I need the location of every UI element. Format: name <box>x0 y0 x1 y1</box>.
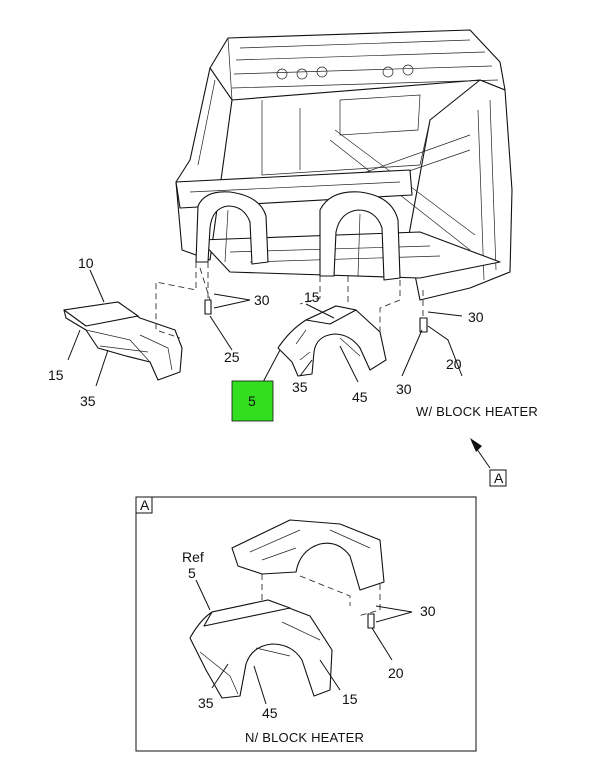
detail-frame-tag <box>135 496 153 514</box>
highlight-box <box>231 380 274 422</box>
view-ref-box <box>489 469 507 487</box>
bracket-parts <box>204 299 428 333</box>
callout-25: 25 <box>224 349 240 365</box>
middle-fender-assembly <box>277 305 387 377</box>
phantom-lines <box>155 262 424 339</box>
detail-caption: N/ BLOCK HEATER <box>245 730 364 745</box>
callout-35-mid: 35 <box>292 379 308 395</box>
callout-45-mid: 45 <box>352 389 368 405</box>
detail-ref-text: Ref <box>182 549 204 565</box>
detail-frame-label: A <box>140 497 150 513</box>
callout-35-left: 35 <box>80 393 96 409</box>
callout-5-highlight: 5 <box>248 393 256 409</box>
callout-20: 20 <box>446 356 462 372</box>
detail-callout-35: 35 <box>198 695 214 711</box>
main-callouts: 10 15 35 30 25 5 15 35 45 30 30 20 W/ BL… <box>48 255 538 487</box>
callout-30-lower: 30 <box>396 381 412 397</box>
detail-bracket <box>367 613 375 629</box>
left-fender-assembly <box>63 301 183 381</box>
view-ref-a: A <box>494 470 504 486</box>
w-block-heater-label: W/ BLOCK HEATER <box>416 404 538 419</box>
detail-callout-20: 20 <box>388 665 404 681</box>
callout-30-right: 30 <box>468 309 484 325</box>
cab-assembly <box>175 29 513 301</box>
arrow-head-icon <box>470 438 482 452</box>
detail-callout-15: 15 <box>342 691 358 707</box>
detail-ref-5: 5 <box>188 565 196 581</box>
callout-15-left: 15 <box>48 367 64 383</box>
leader-lines <box>67 269 491 469</box>
callout-15-mid: 15 <box>304 289 320 305</box>
detail-callout-30: 30 <box>420 603 436 619</box>
callout-30-top-left: 30 <box>254 292 270 308</box>
detail-view-a: A Ref 5 30 20 35 45 15 N/ BLOCK HEATER <box>135 496 477 752</box>
callout-10: 10 <box>78 255 94 271</box>
detail-callout-45: 45 <box>262 705 278 721</box>
